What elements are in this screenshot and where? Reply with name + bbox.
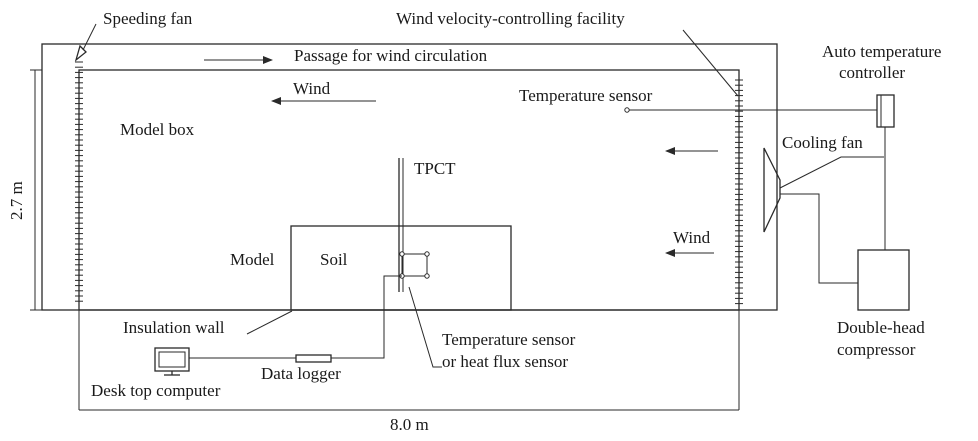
model-box-label: Model box	[120, 120, 195, 139]
wind-facility-label: Wind velocity-controlling facility	[396, 9, 625, 28]
sensor-node-1	[399, 251, 405, 257]
double-head-compressor-box	[857, 249, 910, 311]
right-wall-hatch	[735, 79, 743, 305]
cooling-fan-icon	[763, 147, 781, 233]
auto-temp-label-line2: controller	[839, 63, 905, 82]
auto-temp-controller-box	[876, 94, 895, 128]
sensor-callout-line1: Temperature sensor	[442, 330, 576, 349]
data-logger-label: Data logger	[261, 364, 341, 383]
tpct-label: TPCT	[414, 159, 456, 178]
sensor-node-2	[424, 251, 430, 257]
sensor-callout-pointer	[408, 286, 442, 368]
left-wall-hatch	[75, 61, 83, 302]
temp-sensor-point	[624, 107, 630, 113]
speeding-fan-label: Speeding fan	[103, 9, 193, 28]
insulation-wall-label: Insulation wall	[123, 318, 225, 337]
soil-model-box	[290, 225, 512, 311]
compressor-label-line2: compressor	[837, 340, 916, 359]
signal-cable	[331, 275, 402, 359]
soil-label: Soil	[320, 250, 348, 269]
outer-circulation-boundary	[41, 43, 778, 311]
cooling-fan-pipe-upper	[779, 156, 884, 189]
wind-right-label: Wind	[673, 228, 711, 247]
wind-top-label: Wind	[293, 79, 331, 98]
passage-label: Passage for wind circulation	[294, 46, 488, 65]
height-label: 2.7 m	[7, 181, 26, 220]
temp-sensor-label: Temperature sensor	[519, 86, 653, 105]
computer-screen	[158, 351, 186, 368]
sensor-callout-line2: or heat flux sensor	[442, 352, 568, 371]
auto-temp-label-line1: Auto temperature	[822, 42, 941, 61]
computer-monitor-icon	[154, 347, 190, 372]
cooling-fan-label: Cooling fan	[782, 133, 863, 152]
cooling-fan-pipe-lower	[780, 193, 858, 284]
speeding-fan-pointer	[82, 23, 97, 51]
sensor-node-4	[424, 273, 430, 279]
insulation-wall-pointer	[246, 310, 293, 335]
model-box-frame	[78, 69, 740, 311]
model-label: Model	[230, 250, 275, 269]
desk-computer-label: Desk top computer	[91, 381, 221, 400]
width-label: 8.0 m	[390, 415, 429, 434]
wind-facility-pointer	[682, 29, 739, 97]
sensor-frame	[401, 253, 428, 277]
data-logger-box	[295, 354, 332, 363]
compressor-label-line1: Double-head	[837, 318, 925, 337]
